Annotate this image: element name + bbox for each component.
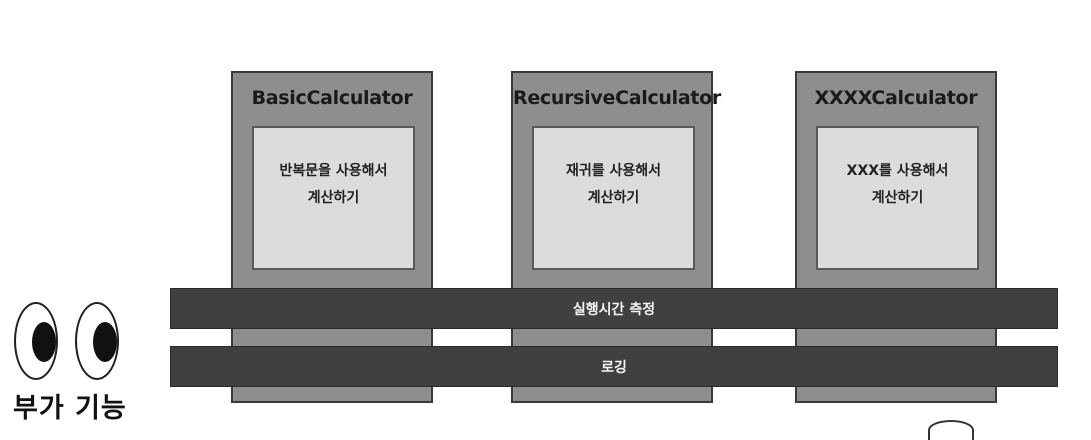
calculator-description-box: 반복문을 사용해서 계산하기 bbox=[252, 126, 415, 270]
calculator-description-box: XXX를 사용해서 계산하기 bbox=[816, 126, 979, 270]
calculator-title: BasicCalculator bbox=[251, 87, 413, 109]
caption-label: 부가 기능 bbox=[13, 393, 127, 424]
timing-label: 실행시간 측정 bbox=[572, 301, 656, 318]
right-pupil bbox=[93, 322, 117, 362]
diagram-canvas: BasicCalculator 반복문을 사용해서 계산하기 Recursive… bbox=[13, 71, 1058, 440]
calculator-description: 재귀를 사용해서 계산하기 bbox=[565, 163, 662, 206]
calculator-description: 반복문을 사용해서 계산하기 bbox=[279, 163, 388, 206]
left-pupil bbox=[32, 322, 56, 362]
logging-label: 로깅 bbox=[601, 359, 627, 376]
logging-bar: 로깅 bbox=[170, 346, 1058, 387]
corner-doodle-icon bbox=[928, 420, 974, 440]
calculator-title: RecursiveCalculator bbox=[513, 87, 721, 109]
right-eye-icon bbox=[75, 302, 119, 380]
timing-bar: 실행시간 측정 bbox=[170, 288, 1058, 329]
calculator-description: XXX를 사용해서 계산하기 bbox=[846, 163, 949, 206]
left-eye-icon bbox=[14, 302, 58, 380]
calculator-title: XXXXCalculator bbox=[814, 87, 978, 109]
calculator-description-box: 재귀를 사용해서 계산하기 bbox=[532, 126, 695, 270]
